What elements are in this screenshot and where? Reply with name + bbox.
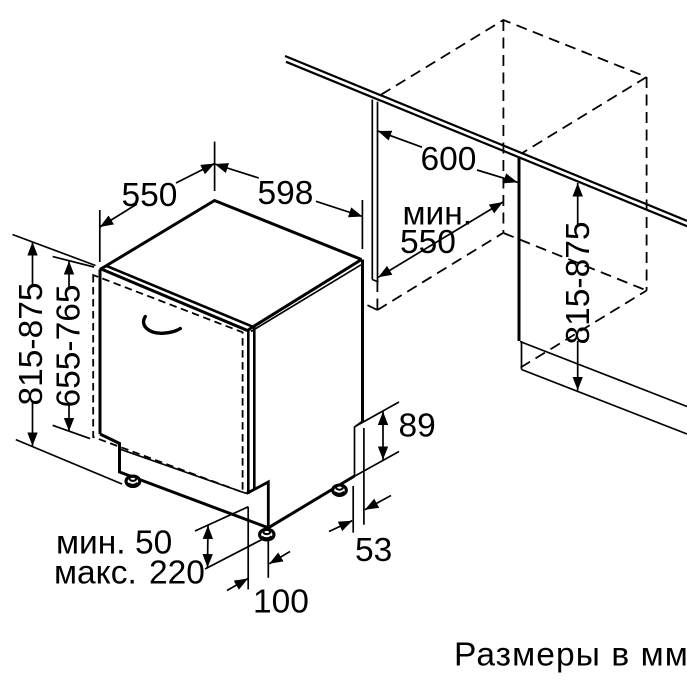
svg-text:макс.: макс. [54, 555, 137, 592]
svg-text:815-875: 815-875 [560, 222, 597, 345]
svg-text:мин.: мин. [403, 196, 473, 233]
svg-text:89: 89 [399, 407, 436, 444]
svg-text:53: 53 [355, 532, 392, 569]
svg-text:мин.: мин. [56, 525, 126, 562]
svg-text:550: 550 [400, 224, 456, 261]
svg-text:Размеры в мм: Размеры в мм [454, 637, 687, 674]
svg-text:50: 50 [135, 525, 172, 562]
svg-text:220: 220 [149, 555, 205, 592]
svg-text:655-765: 655-765 [51, 285, 88, 408]
svg-text:550: 550 [122, 177, 178, 214]
svg-text:815-875: 815-875 [13, 283, 50, 406]
svg-text:100: 100 [253, 584, 309, 621]
svg-text:598: 598 [258, 175, 314, 212]
svg-text:600: 600 [421, 141, 477, 178]
